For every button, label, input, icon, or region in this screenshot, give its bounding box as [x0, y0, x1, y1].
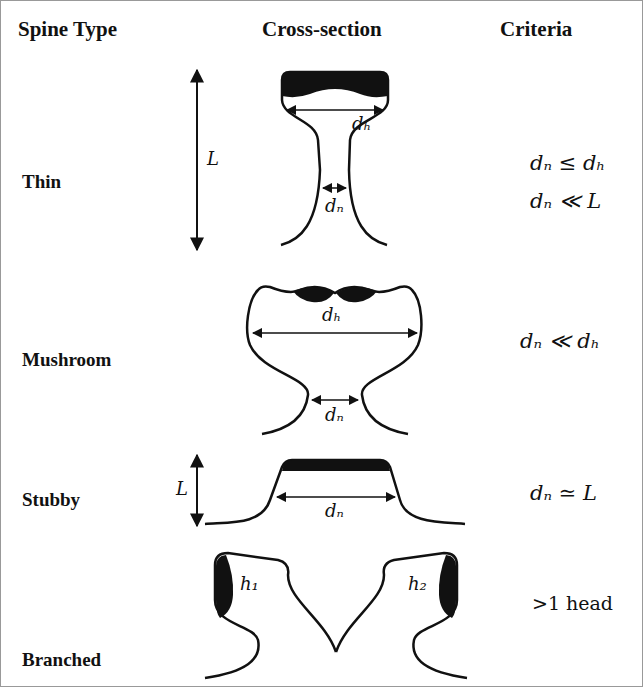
- criteria-formula: dₙ ≤ dₕ: [530, 152, 605, 174]
- head-width-arrow: [287, 109, 383, 111]
- dimension-label: dₙ: [325, 197, 344, 216]
- branched-spine: [205, 553, 467, 678]
- spine-type-label: Stubby: [22, 490, 80, 510]
- psd-dark: [282, 72, 388, 97]
- column-header: Spine Type: [18, 18, 117, 40]
- head-label: h₁: [240, 575, 259, 594]
- thin-spine: [281, 72, 388, 245]
- psd-dark: [293, 287, 334, 302]
- criteria-formula: dₙ ≪ dₕ: [520, 330, 600, 352]
- length-arrow: [196, 455, 198, 526]
- dimension-label: L: [176, 480, 188, 499]
- length-arrow: [196, 70, 198, 250]
- criteria-formula: dₙ ≃ L: [530, 482, 597, 504]
- psd-dark: [439, 555, 456, 618]
- neck-width-arrow: [312, 399, 358, 401]
- neck-width-arrow: [323, 187, 346, 189]
- head-width-arrow: [253, 332, 417, 334]
- spine-type-label: Thin: [22, 172, 61, 192]
- dimension-label: dₙ: [325, 502, 344, 521]
- criteria-formula: dₙ ≪ L: [530, 190, 601, 212]
- psd-dark: [216, 555, 233, 618]
- column-header: Cross-section: [262, 18, 382, 40]
- dimension-label: dₕ: [322, 306, 341, 325]
- column-header: Criteria: [500, 18, 572, 40]
- head-label: h₂: [408, 575, 427, 594]
- stubby-spine: [205, 460, 465, 524]
- spine-type-label: Branched: [22, 650, 101, 670]
- criteria-text: >1 head: [532, 594, 613, 614]
- psd-dark: [282, 460, 390, 471]
- dimension-label: L: [207, 150, 219, 169]
- psd-dark: [336, 287, 377, 302]
- dimension-label: dₕ: [352, 115, 371, 134]
- mushroom-spine: [247, 286, 421, 434]
- neck-width-arrow: [277, 496, 395, 498]
- spine-type-label: Mushroom: [22, 350, 111, 370]
- dimension-label: dₙ: [325, 406, 344, 425]
